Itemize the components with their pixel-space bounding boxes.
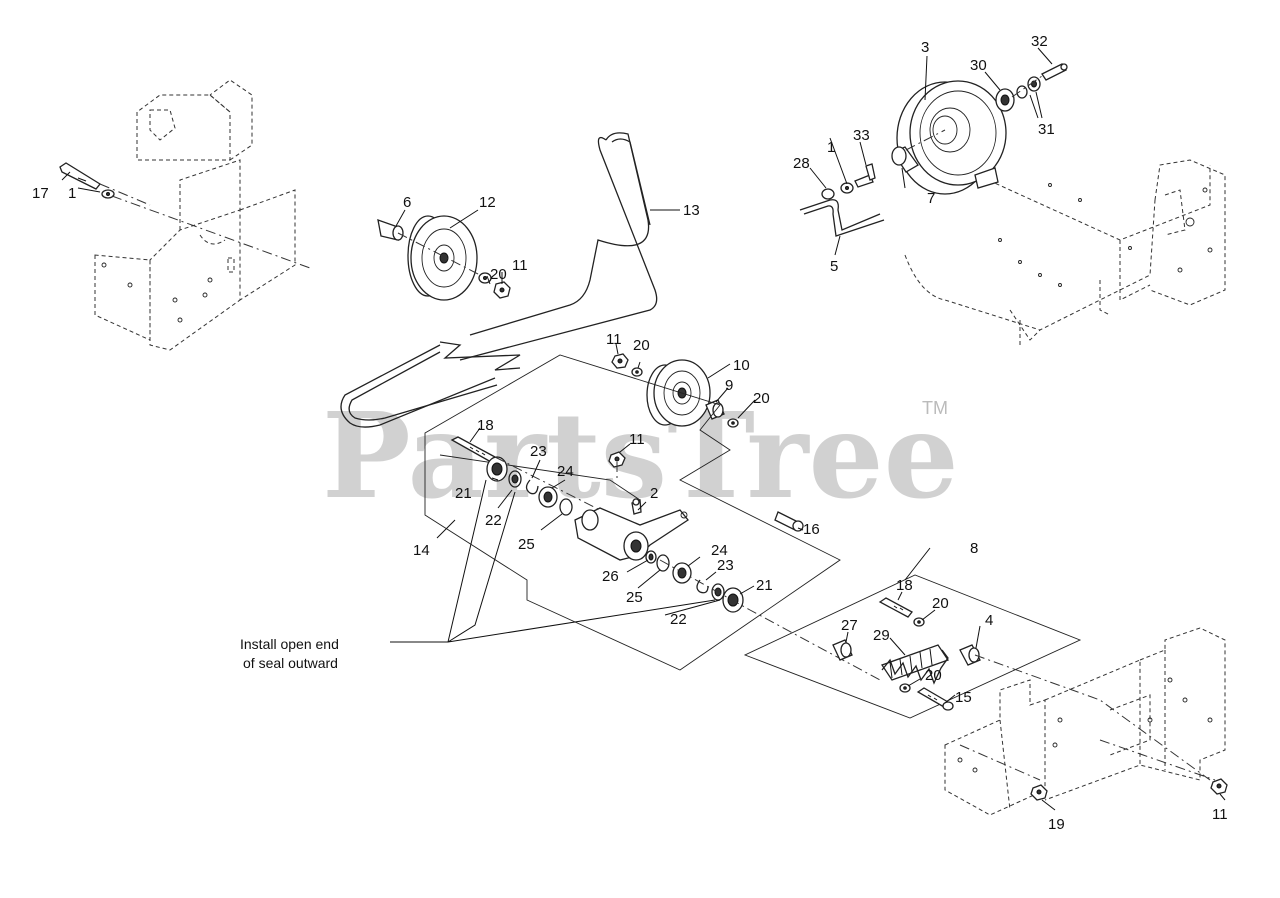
callout-16: 16 xyxy=(803,521,820,538)
callout-25-right: 25 xyxy=(626,589,643,606)
retaining-ring-23-right xyxy=(696,579,709,594)
callout-18-arm: 18 xyxy=(477,417,494,434)
bolt-17 xyxy=(59,162,101,190)
callout-1-right: 1 xyxy=(827,139,835,156)
washer-1-right xyxy=(840,182,854,194)
callout-28: 28 xyxy=(793,155,810,172)
washer-20-lower-mid xyxy=(727,418,739,428)
callout-21-left: 21 xyxy=(455,485,472,502)
callout-12: 12 xyxy=(479,194,496,211)
spacer-28 xyxy=(821,188,835,200)
washer-20-upper xyxy=(478,272,492,284)
callout-26: 26 xyxy=(602,568,619,585)
retaining-ring-23-left xyxy=(525,479,539,495)
callout-21-right: 21 xyxy=(756,577,773,594)
callout-22-left: 22 xyxy=(485,512,502,529)
watermark-tm: TM xyxy=(922,398,948,418)
spacer-6 xyxy=(377,219,404,241)
right-bottom-frame xyxy=(944,627,1226,816)
callout-23-left: 23 xyxy=(530,443,547,460)
callout-19: 19 xyxy=(1048,816,1065,833)
callout-27: 27 xyxy=(841,617,858,634)
nut-11-upper xyxy=(493,281,511,299)
o-ring-25-right xyxy=(656,554,670,572)
bolt-18-spring xyxy=(878,597,913,618)
nut-19 xyxy=(1030,784,1048,801)
callout-18-spring: 18 xyxy=(896,577,913,594)
spacer-27 xyxy=(832,639,853,661)
washer-20-mid xyxy=(631,367,643,377)
bolt-33 xyxy=(854,163,876,188)
spacer-4 xyxy=(959,644,981,666)
callout-25-left: 25 xyxy=(518,536,535,553)
anti-rotation-rod-5 xyxy=(799,199,885,237)
callout-4: 4 xyxy=(985,612,993,629)
wheel-21-left xyxy=(486,456,508,482)
callout-1-left: 1 xyxy=(68,185,76,202)
callout-29: 29 xyxy=(873,627,890,644)
callout-8: 8 xyxy=(970,540,978,557)
callout-20-spring-bottom: 20 xyxy=(925,667,942,684)
extension-spring-29 xyxy=(880,644,950,685)
callout-24-left: 24 xyxy=(557,463,574,480)
callout-14: 14 xyxy=(413,542,430,559)
drive-belt-13 xyxy=(340,132,658,428)
callout-labels: 17 1 6 12 13 20 11 3 32 30 31 33 1 28 7 … xyxy=(32,33,1228,833)
callout-11-lower-right: 11 xyxy=(1212,806,1228,823)
o-ring-25-left xyxy=(559,498,573,516)
callout-7: 7 xyxy=(927,190,935,207)
bearing-24-right xyxy=(672,562,692,584)
grease-fitting-2 xyxy=(631,498,642,515)
callout-33: 33 xyxy=(853,127,870,144)
callout-23-right: 23 xyxy=(717,557,734,574)
callout-20-spring-top: 20 xyxy=(932,595,949,612)
callout-20-upper: 20 xyxy=(490,266,507,283)
seal-22-left xyxy=(508,470,522,488)
right-frame xyxy=(899,124,1226,345)
spring-assembly-8 xyxy=(743,574,1082,719)
callout-3: 3 xyxy=(921,39,929,56)
callout-30: 30 xyxy=(970,57,987,74)
callout-31: 31 xyxy=(1038,121,1055,138)
install-note-line1: Install open end xyxy=(240,636,339,652)
left-frame-bracket xyxy=(94,79,296,351)
callout-24-right: 24 xyxy=(711,542,728,559)
washer-20-spring-top xyxy=(913,617,925,627)
idler-arm xyxy=(574,507,689,561)
idler-pulley-10 xyxy=(646,359,711,427)
washer-20-spring-bottom xyxy=(899,683,911,693)
callout-20-lower-mid: 20 xyxy=(753,390,770,407)
bearing-30 xyxy=(995,88,1015,112)
spacer-7 xyxy=(891,146,919,173)
nut-11-lower-right xyxy=(1210,778,1228,795)
callout-5: 5 xyxy=(830,258,838,275)
leader-lines xyxy=(61,47,1226,811)
callout-2: 2 xyxy=(650,485,658,502)
bearing-24-left xyxy=(538,486,558,508)
callout-17: 17 xyxy=(32,185,49,202)
callout-15: 15 xyxy=(955,689,972,706)
callout-13: 13 xyxy=(683,202,700,219)
callout-20-mid: 20 xyxy=(633,337,650,354)
o-ring-26 xyxy=(645,550,657,564)
install-note-line2: of seal outward xyxy=(243,655,338,671)
washer-1-left xyxy=(101,189,115,199)
nut-11-arm xyxy=(608,451,626,468)
callout-11-mid: 11 xyxy=(606,331,622,348)
callout-22-right: 22 xyxy=(670,611,687,628)
nut-11-mid xyxy=(611,353,629,369)
callout-6: 6 xyxy=(403,194,411,211)
idler-pulley-12 xyxy=(407,215,478,301)
callout-11-arm: 11 xyxy=(629,431,645,448)
electric-clutch-3 xyxy=(896,80,1007,195)
bolt-15 xyxy=(916,687,954,711)
install-note: Install open end of seal outward xyxy=(240,636,339,671)
bolt-32 xyxy=(1041,63,1068,81)
callout-10: 10 xyxy=(733,357,750,374)
callout-9: 9 xyxy=(725,377,733,394)
callout-32: 32 xyxy=(1031,33,1048,50)
callout-11-upper: 11 xyxy=(512,257,528,274)
